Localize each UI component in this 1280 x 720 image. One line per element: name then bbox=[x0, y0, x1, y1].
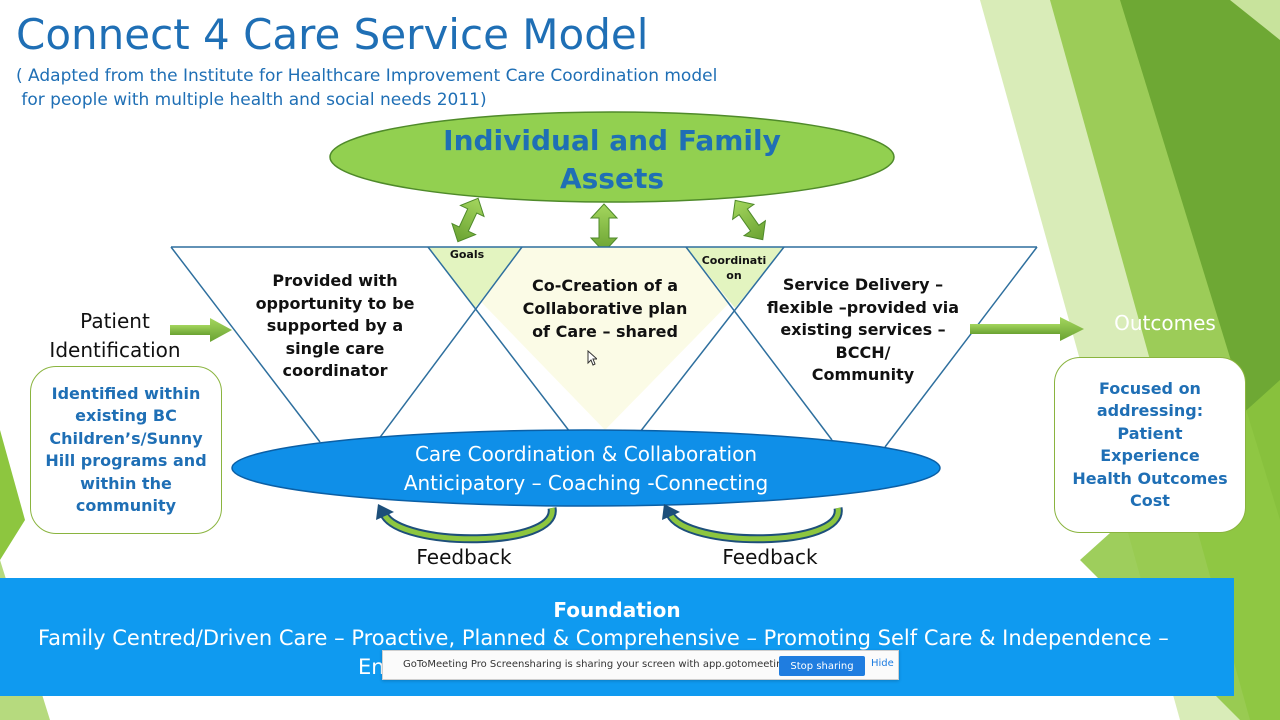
triangle-coordination bbox=[686, 247, 784, 308]
arrow-right-icon bbox=[170, 318, 232, 342]
screensharing-message: GoToMeeting Pro Screensharing is sharing… bbox=[403, 659, 817, 670]
screensharing-notification: GoToMeeting Pro Screensharing is sharing… bbox=[382, 650, 899, 680]
mouse-cursor-icon bbox=[587, 350, 597, 366]
foundation-text-line2: En bbox=[358, 655, 385, 679]
foundation-title: Foundation bbox=[553, 598, 681, 622]
feedback-label-left: Feedback bbox=[416, 545, 512, 569]
triangle-goals bbox=[428, 247, 522, 308]
triangle-center bbox=[428, 247, 784, 430]
double-arrow-icon bbox=[589, 203, 619, 253]
double-arrow-icon bbox=[731, 199, 767, 241]
subtitle: ( Adapted from the Institute for Healthc… bbox=[16, 66, 718, 110]
hide-link[interactable]: Hide bbox=[871, 658, 894, 669]
feedback-arrow-icon bbox=[376, 504, 557, 544]
feedback-arrow-icon bbox=[662, 504, 843, 544]
feedback-label-right: Feedback bbox=[722, 545, 818, 569]
arrow-right-icon bbox=[970, 317, 1084, 341]
triangle-right-text: Service Delivery –flexible –provided via… bbox=[766, 275, 960, 384]
outcomes-label: Outcomes bbox=[1114, 311, 1216, 335]
page-title: Connect 4 Care Service Model bbox=[16, 10, 649, 59]
stop-sharing-button[interactable]: Stop sharing bbox=[779, 656, 865, 676]
double-arrow-icon bbox=[451, 197, 485, 243]
assets-ellipse bbox=[329, 111, 895, 203]
goals-label: Goals bbox=[449, 248, 485, 261]
care-coordination-ellipse bbox=[231, 429, 941, 507]
foundation-text: Family Centred/Driven Care – Proactive, … bbox=[38, 626, 1169, 650]
